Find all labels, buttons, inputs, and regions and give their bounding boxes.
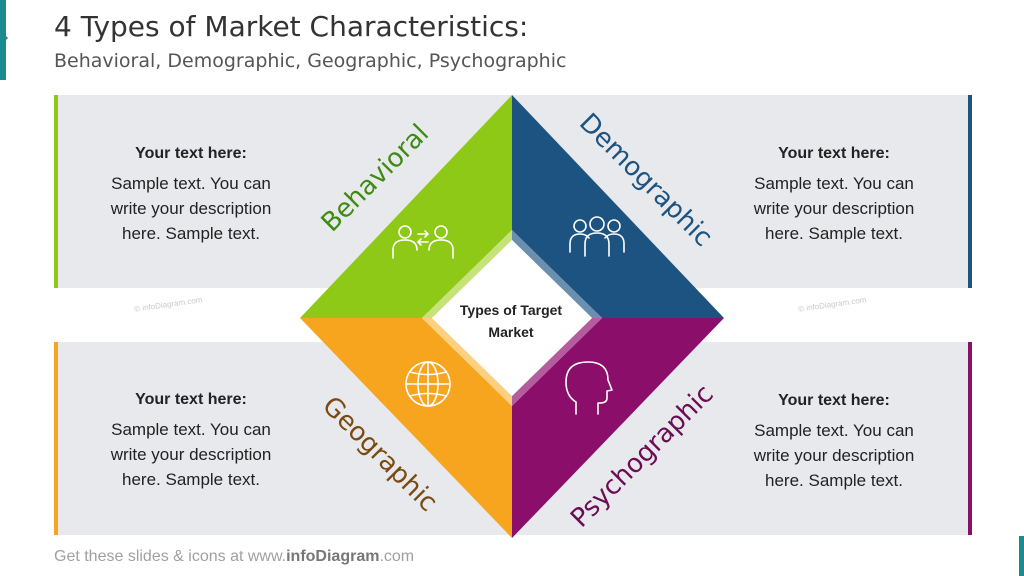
text-block-top-right: Your text here: Sample text. You can wri… <box>709 145 959 246</box>
head-icon <box>565 361 613 415</box>
text-block-line: write your description <box>753 446 915 465</box>
people-exchange-icon <box>392 225 454 259</box>
text-block-heading: Your text here: <box>778 145 890 162</box>
panel-top-right-bar <box>968 95 972 288</box>
center-label-line1: Types of Target <box>460 302 563 318</box>
text-block-line: write your description <box>110 199 272 218</box>
text-block-top-left: Your text here: Sample text. You can wri… <box>66 145 316 246</box>
footer-suffix: .com <box>379 548 415 565</box>
text-block-line: here. Sample text. <box>122 470 260 489</box>
center-label-line2: Market <box>488 324 533 340</box>
text-block-heading: Your text here: <box>135 145 247 162</box>
text-block-line: Sample text. You can <box>111 174 271 193</box>
text-block-line: Sample text. You can <box>111 420 271 439</box>
psychographic-inner-shadow <box>512 318 602 406</box>
behavioral-inner-shadow <box>422 230 512 318</box>
demographic-segment <box>512 95 724 318</box>
right-accent-bar <box>1019 536 1024 576</box>
footer-prefix: Get these slides & icons at www. <box>54 548 287 565</box>
psychographic-segment <box>512 318 724 538</box>
geographic-inner-shadow <box>422 318 512 406</box>
text-block-line: here. Sample text. <box>765 224 903 243</box>
panel-top-left-bar <box>54 95 58 288</box>
text-block-heading: Your text here: <box>778 392 890 409</box>
text-block-line: here. Sample text. <box>765 471 903 490</box>
group-icon <box>569 216 625 257</box>
panel-bottom-left-bar <box>54 342 58 535</box>
page-subtitle: Behavioral, Demographic, Geographic, Psy… <box>54 50 567 72</box>
center-diamond <box>432 240 592 396</box>
footer-brand[interactable]: infoDiagram <box>286 548 380 565</box>
panel-bottom-right-bar <box>968 342 972 535</box>
text-block-bottom-left: Your text here: Sample text. You can wri… <box>66 391 316 492</box>
footer-credit: Get these slides & icons at www.infoDiag… <box>54 548 414 566</box>
left-accent-notch <box>0 30 8 46</box>
geographic-segment <box>300 318 512 538</box>
text-block-bottom-right: Your text here: Sample text. You can wri… <box>709 392 959 493</box>
text-block-heading: Your text here: <box>135 391 247 408</box>
demographic-inner-shadow <box>512 230 602 318</box>
behavioral-segment <box>300 95 512 318</box>
text-block-line: write your description <box>753 199 915 218</box>
text-block-line: here. Sample text. <box>122 224 260 243</box>
page-title: 4 Types of Market Characteristics: <box>54 10 529 43</box>
text-block-line: write your description <box>110 445 272 464</box>
text-block-line: Sample text. You can <box>754 174 914 193</box>
globe-icon <box>405 361 451 407</box>
text-block-line: Sample text. You can <box>754 421 914 440</box>
